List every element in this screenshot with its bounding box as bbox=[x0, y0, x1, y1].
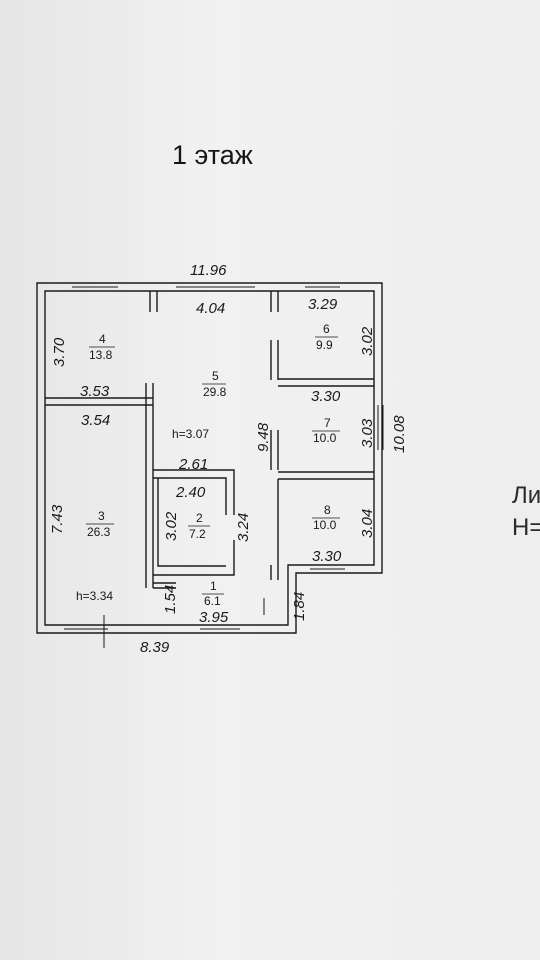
room-labels: 4 13.8 5 29.8 6 9.9 7 10.0 8 10.0 3 26.3… bbox=[86, 322, 340, 608]
side-label-cut-1: Ли bbox=[512, 482, 540, 509]
dim-room1-extension: 1.84 bbox=[291, 592, 308, 621]
windows bbox=[64, 286, 384, 648]
dim-room3-width: 3.54 bbox=[81, 412, 110, 429]
dim-bottom-width: 8.39 bbox=[140, 639, 170, 656]
dim-corridor-top: 4.04 bbox=[196, 300, 225, 317]
room-dimensions: 4.04 3.29 3.02 3.70 3.53 3.54 7.43 3.30 … bbox=[49, 296, 376, 626]
room-6-number: 6 bbox=[323, 322, 330, 336]
dim-room7-width: 3.30 bbox=[311, 388, 341, 405]
dim-room2-height-left: 3.02 bbox=[163, 511, 180, 541]
room-1-number: 1 bbox=[210, 579, 217, 593]
dim-room4-width: 3.53 bbox=[80, 383, 110, 400]
dim-room4-height: 3.70 bbox=[51, 337, 68, 367]
ceiling-height-main: h=3.07 bbox=[172, 427, 209, 441]
room-3-number: 3 bbox=[98, 509, 105, 523]
door-mark-bottom bbox=[103, 598, 265, 648]
dim-top-width: 11.96 bbox=[190, 262, 227, 279]
wall-r7-r8 bbox=[278, 471, 374, 480]
outer-wall-inner bbox=[44, 290, 375, 626]
room-4-number: 4 bbox=[99, 332, 106, 346]
dim-room8-width: 3.30 bbox=[312, 548, 342, 565]
room-4-area: 13.8 bbox=[89, 348, 113, 362]
room-1-area: 6.1 bbox=[204, 594, 221, 608]
wall-right-block bbox=[270, 340, 279, 470]
room-3-area: 26.3 bbox=[87, 525, 111, 539]
room-8-number: 8 bbox=[324, 503, 331, 517]
wall-stub-top-1 bbox=[149, 291, 158, 312]
walls bbox=[36, 282, 383, 634]
room-6-area: 9.9 bbox=[316, 338, 333, 352]
wall-r3-r5 bbox=[145, 383, 154, 588]
room-7-area: 10.0 bbox=[313, 431, 337, 445]
wall-stub-top-2 bbox=[270, 291, 279, 312]
dim-room2-height-right: 3.24 bbox=[235, 513, 252, 542]
dim-room3-height: 7.43 bbox=[49, 504, 66, 534]
page-title: 1 этаж bbox=[172, 140, 253, 170]
room-7-number: 7 bbox=[324, 416, 331, 430]
room-5-area: 29.8 bbox=[203, 385, 227, 399]
ceiling-height-room3: h=3.34 bbox=[76, 589, 113, 603]
dim-room2-width: 2.40 bbox=[175, 484, 206, 501]
dim-room7-height: 3.03 bbox=[359, 418, 376, 448]
dim-room6-height: 3.02 bbox=[359, 326, 376, 356]
dim-room8-height: 3.04 bbox=[359, 509, 376, 538]
dim-right-height: 10.08 bbox=[391, 415, 408, 453]
wall-r4-r3 bbox=[45, 397, 153, 406]
room-2-number: 2 bbox=[196, 511, 203, 525]
room-8-area: 10.0 bbox=[313, 518, 337, 532]
dim-room2-top: 2.61 bbox=[178, 456, 208, 473]
room-5-number: 5 bbox=[212, 369, 219, 383]
dim-room1-width: 3.95 bbox=[199, 609, 229, 626]
wall-room2 bbox=[153, 469, 235, 576]
side-label-cut-2: Н= bbox=[512, 514, 540, 541]
outer-wall-outer bbox=[36, 282, 383, 634]
wall-room1 bbox=[153, 565, 279, 589]
dim-corridor-height: 9.48 bbox=[255, 422, 272, 452]
window-right-1 bbox=[377, 405, 384, 450]
dim-room1-height: 1.54 bbox=[162, 585, 179, 614]
room-2-area: 7.2 bbox=[189, 527, 206, 541]
wall-r6-r7 bbox=[278, 378, 374, 387]
dim-room6-width: 3.29 bbox=[308, 296, 338, 313]
